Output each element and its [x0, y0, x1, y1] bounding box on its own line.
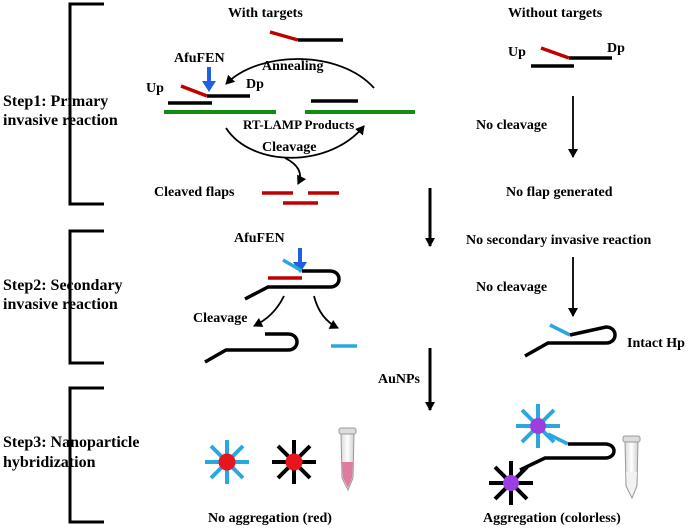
- aunp-black-purple: [489, 461, 533, 505]
- flap-release-arrow: [284, 157, 307, 185]
- step3-subtitle: hybridization: [3, 454, 96, 471]
- no-aggregation-label: No aggregation (red): [208, 511, 332, 526]
- left-probe-complex: [168, 84, 250, 105]
- no-cleavage-label-1: No cleavage: [476, 118, 547, 133]
- annealing-label: Annealing: [262, 59, 323, 74]
- step-brackets: [68, 2, 104, 524]
- step1-subtitle: invasive reaction: [3, 112, 118, 129]
- cleavage-label-1: Cleavage: [262, 140, 316, 155]
- intact-hp-label: Intact Hp: [627, 336, 685, 351]
- dp-label-left: Dp: [246, 77, 264, 92]
- afufen-arrow-2: [293, 248, 307, 273]
- step3-bracket: [68, 386, 104, 524]
- cleavage-arrow-2b: [313, 295, 339, 329]
- cleaved-flaps-label: Cleaved flaps: [154, 185, 235, 200]
- aunps-label: AuNPs: [378, 372, 421, 387]
- step1-title: Step1: Primary: [3, 93, 108, 110]
- cleavage-label-2: Cleavage: [193, 311, 247, 326]
- tube-colorless: [622, 435, 641, 500]
- step2-title: Step2: Secondary: [3, 277, 123, 294]
- afufen-arrow-1: [202, 67, 216, 92]
- aunp-blue-red: [205, 440, 249, 484]
- aunp-black-red: [272, 440, 316, 484]
- step1-bracket: [68, 2, 104, 206]
- no-flap-label: No flap generated: [506, 185, 613, 200]
- right-probe-complex: [531, 46, 612, 68]
- hairpin-complex: [244, 258, 341, 301]
- step2-subtitle: invasive reaction: [3, 296, 118, 313]
- intact-hairpin: [524, 323, 617, 358]
- no-cleavage-label-2: No cleavage: [476, 280, 547, 295]
- aggregation-label: Aggregation (colorless): [483, 511, 621, 526]
- cleavage-arrow-1: [225, 125, 365, 159]
- dp-label-right: Dp: [607, 41, 625, 56]
- afufen-label-1: AfuFEN: [174, 51, 225, 66]
- cleavage-arrow-2a: [253, 295, 285, 327]
- tube-red: [338, 427, 357, 492]
- with-targets-header: With targets: [228, 6, 303, 21]
- target-strand-top: [269, 30, 343, 42]
- without-targets-header: Without targets: [508, 6, 603, 21]
- no-secondary-label: No secondary invasive reaction: [466, 233, 651, 248]
- annealing-arrow: [225, 58, 375, 89]
- step2-bracket: [68, 229, 104, 365]
- aunp-blue-purple: [516, 404, 560, 448]
- cleaved-hairpin: [204, 332, 299, 364]
- afufen-label-2: AfuFEN: [234, 231, 285, 246]
- rt-lamp-label: RT-LAMP Products: [243, 117, 354, 132]
- step3-title: Step3: Nanoparticle: [3, 434, 139, 451]
- aggregated-hairpin: [519, 432, 616, 472]
- cleaved-flap-strands: [262, 191, 339, 205]
- up-label-left: Up: [146, 81, 164, 96]
- up-label-right: Up: [508, 45, 526, 60]
